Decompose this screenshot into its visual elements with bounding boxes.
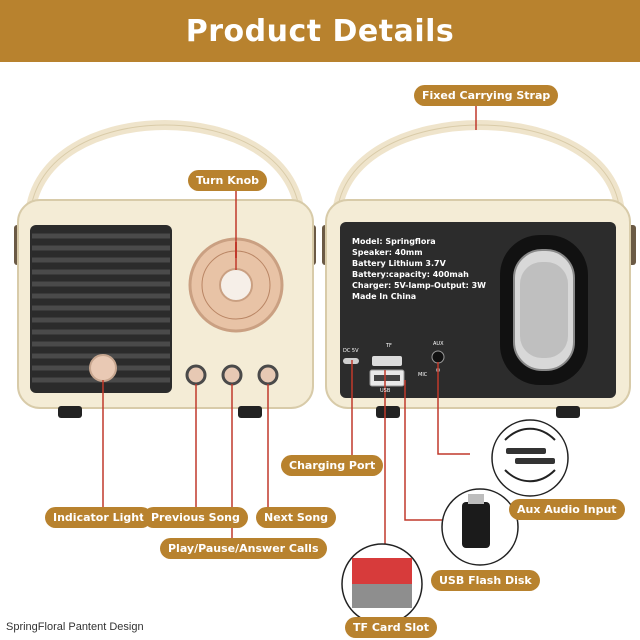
tf-slot [372, 356, 402, 366]
indicator-light [89, 354, 117, 382]
label-aux: Aux Audio Input [509, 499, 625, 520]
port-label-aux: AUX [433, 341, 444, 347]
next-button [257, 364, 279, 386]
play-button [221, 364, 243, 386]
port-label-mic: MIC [418, 372, 428, 378]
spec-line: Battery:capacity: 400mah [352, 270, 469, 279]
page-title: Product Details [185, 13, 455, 49]
spec-block: Model: Springflora Speaker: 40mm Battery… [352, 236, 502, 302]
footer-text: SpringFloral Pantent Design [6, 621, 144, 633]
spec-line: Charger: 5V-lamp-Output: 3W [352, 281, 486, 290]
spec-line: Made In China [352, 292, 417, 301]
label-play: Play/Pause/Answer Calls [160, 538, 327, 559]
label-previous: Previous Song [143, 507, 248, 528]
port-label-dc: DC 5V [343, 348, 359, 354]
previous-button [185, 364, 207, 386]
label-indicator: Indicator Light [45, 507, 153, 528]
port-label-tf: TF [386, 343, 392, 349]
spec-line: Speaker: 40mm [352, 248, 423, 257]
label-tf: TF Card Slot [345, 617, 437, 638]
label-charging: Charging Port [281, 455, 384, 476]
header-banner: Product Details [0, 0, 640, 62]
label-knob: Turn Knob [188, 170, 267, 191]
label-strap: Fixed Carrying Strap [414, 85, 559, 106]
label-next: Next Song [256, 507, 337, 528]
spec-line: Model: Springflora [352, 237, 436, 246]
front-foot-right [238, 406, 262, 418]
label-usb: USB Flash Disk [431, 570, 540, 591]
aux-jack [431, 350, 445, 364]
spec-line: Battery Lithium 3.7V [352, 259, 446, 268]
dc-port [343, 358, 359, 364]
port-label-usb: USB [380, 388, 391, 394]
grille-slats [32, 233, 170, 383]
front-foot-left [58, 406, 82, 418]
